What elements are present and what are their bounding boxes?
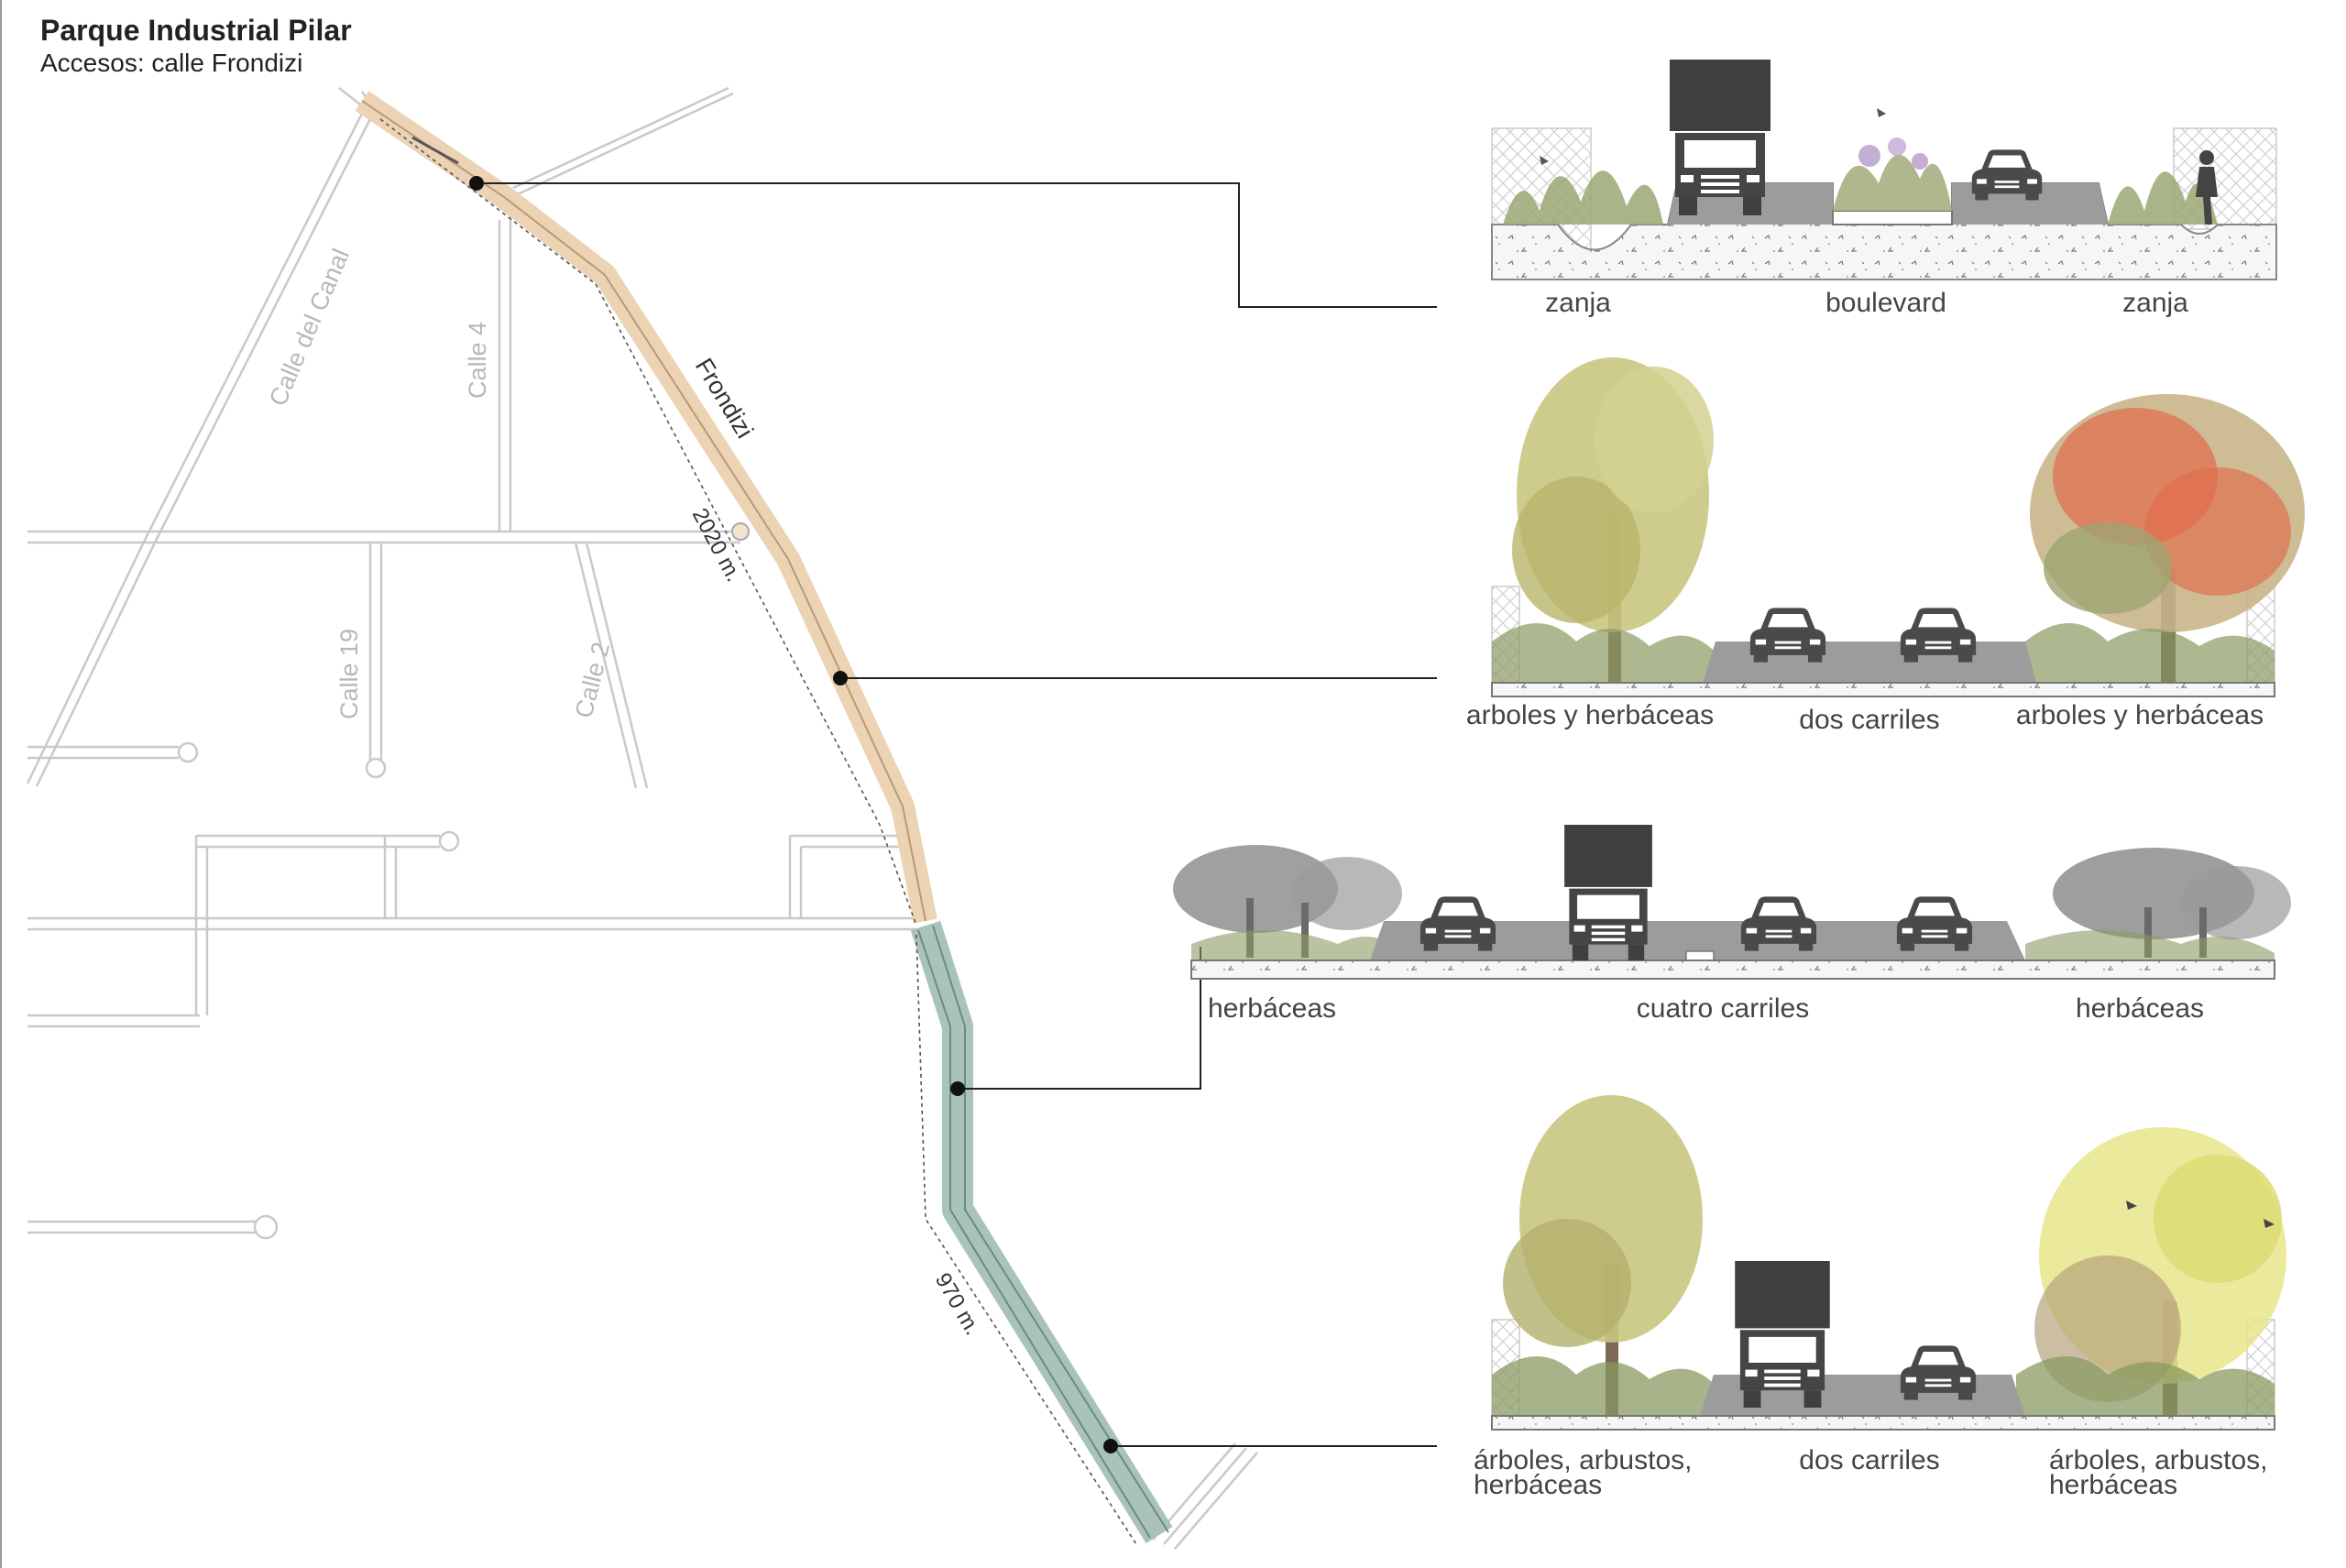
section-4-ground	[1491, 1415, 2275, 1431]
trees-left-illustration	[1173, 845, 1402, 958]
median	[1832, 210, 1953, 225]
bird-icon	[1540, 156, 1549, 165]
street-label-calle19: Calle 19	[335, 629, 363, 719]
frondizi-segment-1[interactable]	[355, 91, 937, 924]
section-4-label-left-1: árboles, arbustos,	[1474, 1445, 1692, 1475]
ditch-grass-right	[2108, 171, 2218, 225]
street-network	[26, 86, 1258, 1550]
page-subtitle: Accesos: calle Frondizi	[40, 49, 302, 77]
section-marker-4[interactable]	[1103, 1439, 1118, 1453]
section-2-label-right: arboles y herbáceas	[2016, 700, 2264, 730]
tree-left-illustration	[1503, 1095, 1703, 1416]
bird-icon	[2126, 1201, 2137, 1210]
street-label-canal: Calle del Canal	[264, 245, 355, 410]
section-1-illustration	[1491, 60, 2277, 280]
section-4-label-left-2: herbáceas	[1474, 1470, 1602, 1500]
section-1-label-center: boulevard	[1825, 288, 1946, 318]
street-label-calle4: Calle 4	[464, 322, 491, 399]
section-4-label-right-2: herbáceas	[2049, 1470, 2177, 1500]
trees-right-illustration	[2053, 848, 2291, 958]
car-icon	[1896, 896, 1973, 951]
tree-right-illustration	[2030, 394, 2305, 683]
section-4-label-right-1: árboles, arbustos,	[2049, 1445, 2267, 1475]
section-marker-1[interactable]	[469, 176, 484, 191]
section-2-ground	[1491, 682, 2275, 697]
section-3-ground	[1190, 959, 2275, 980]
leader-lines	[477, 182, 1437, 1447]
truck-icon	[1564, 825, 1652, 960]
section-2-label-left: arboles y herbáceas	[1466, 700, 1714, 730]
tree-left-illustration	[1512, 357, 1714, 683]
section-4-label-center: dos carriles	[1799, 1445, 1939, 1475]
truck-icon	[1670, 60, 1770, 215]
section-3-label-right: herbáceas	[2076, 993, 2204, 1024]
car-icon	[1900, 1345, 1977, 1400]
section-marker-2[interactable]	[833, 671, 848, 685]
distance-label-2: 970 m.	[930, 1269, 985, 1340]
section-3-label-center: cuatro carriles	[1637, 993, 1809, 1024]
car-icon	[1740, 896, 1817, 951]
section-1-label-left: zanja	[1545, 288, 1611, 318]
car-icon	[1749, 608, 1826, 663]
distance-label-1: 2020 m.	[687, 504, 747, 586]
section-4-illustration	[1491, 1095, 2286, 1431]
page-title: Parque Industrial Pilar	[40, 14, 352, 47]
car-icon	[1900, 608, 1977, 663]
frondizi-segment-2[interactable]	[910, 920, 1173, 1543]
dimension-line-1	[379, 118, 917, 927]
bird-icon	[2264, 1219, 2275, 1228]
car-icon	[1420, 896, 1496, 951]
section-3-illustration	[1173, 825, 2291, 980]
bird-icon	[1877, 108, 1886, 117]
section-3-label-left: herbáceas	[1208, 993, 1336, 1024]
truck-icon	[1735, 1261, 1830, 1408]
dimension-line-2	[915, 934, 1137, 1545]
pedestrian-icon	[2196, 150, 2218, 225]
section-2-illustration	[1491, 357, 2305, 697]
ditch-grass-left	[1503, 170, 1663, 225]
section-2-label-center: dos carriles	[1799, 705, 1939, 735]
section-marker-3[interactable]	[950, 1081, 965, 1096]
boulevard-plants	[1833, 154, 1952, 211]
grey-roads	[26, 86, 916, 1234]
section-1-label-right: zanja	[2122, 288, 2188, 318]
car-icon	[1971, 149, 2043, 201]
